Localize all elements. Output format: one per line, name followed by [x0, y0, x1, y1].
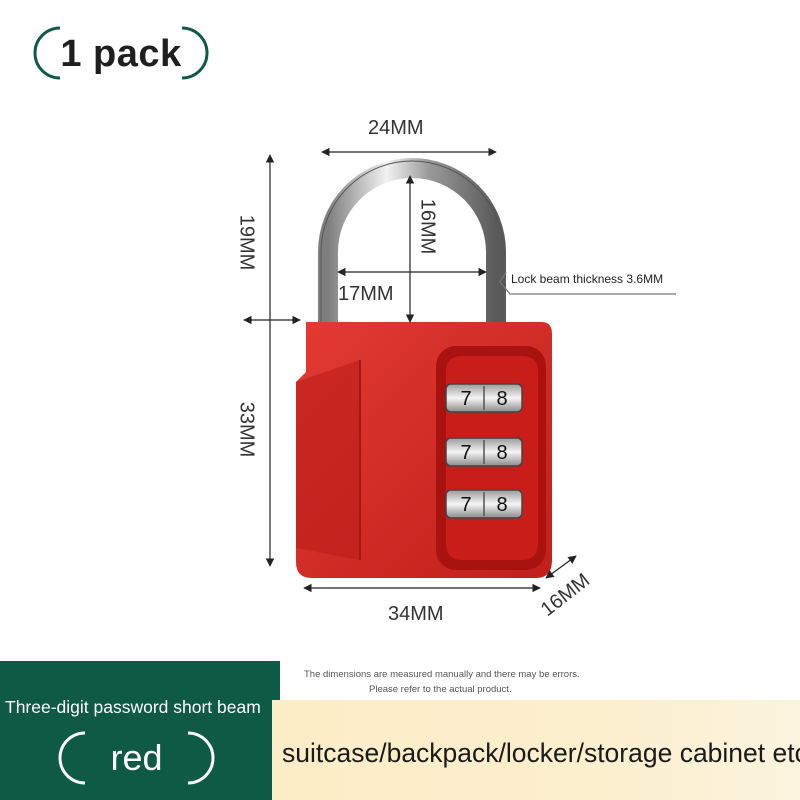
beam-thickness-label: Lock beam thickness 3.6MM — [511, 272, 664, 286]
badge-bracket-icon — [58, 731, 215, 785]
dim-label-19mm: 19MM — [235, 214, 258, 271]
dial-digit: 7 — [460, 442, 471, 464]
dim-line-depth — [545, 555, 577, 579]
usage-label: suitcase/backpack/locker/storage cabinet… — [282, 738, 800, 768]
color-badge: red — [49, 730, 224, 786]
dial-digit: 8 — [496, 442, 507, 464]
badge-bracket-icon — [33, 26, 209, 80]
pack-badge: 1 pack — [20, 26, 222, 80]
color-label: red — [110, 737, 163, 778]
dial-digit: 7 — [460, 388, 471, 410]
pack-count-label: 1 pack — [60, 33, 182, 75]
beam-pointer — [499, 271, 676, 295]
dial-digit: 8 — [496, 494, 507, 516]
dim-label-24mm: 24MM — [368, 117, 424, 139]
dial-row-3 — [445, 489, 523, 519]
measurement-note-2: Please refer to the actual product. — [369, 684, 512, 695]
measurement-note: The dimensions are measured manually and… — [304, 669, 580, 680]
dial-row-1 — [445, 383, 523, 413]
footer-cream-panel — [272, 700, 800, 800]
dim-label-34mm: 34MM — [388, 603, 444, 625]
padlock-diagram: 7 8 7 8 7 8 — [243, 147, 676, 593]
footer-green-panel — [0, 661, 280, 800]
shackle — [318, 158, 506, 322]
dim-label-17mm: 17MM — [338, 283, 394, 305]
dial-digit: 8 — [496, 388, 507, 410]
password-type-label: Three-digit password short beam — [5, 697, 261, 717]
dial-digit: 7 — [460, 494, 471, 516]
dim-label-33mm: 33MM — [235, 401, 258, 458]
dim-label-16mm: 16MM — [416, 198, 439, 255]
dial-row-2 — [445, 437, 523, 467]
